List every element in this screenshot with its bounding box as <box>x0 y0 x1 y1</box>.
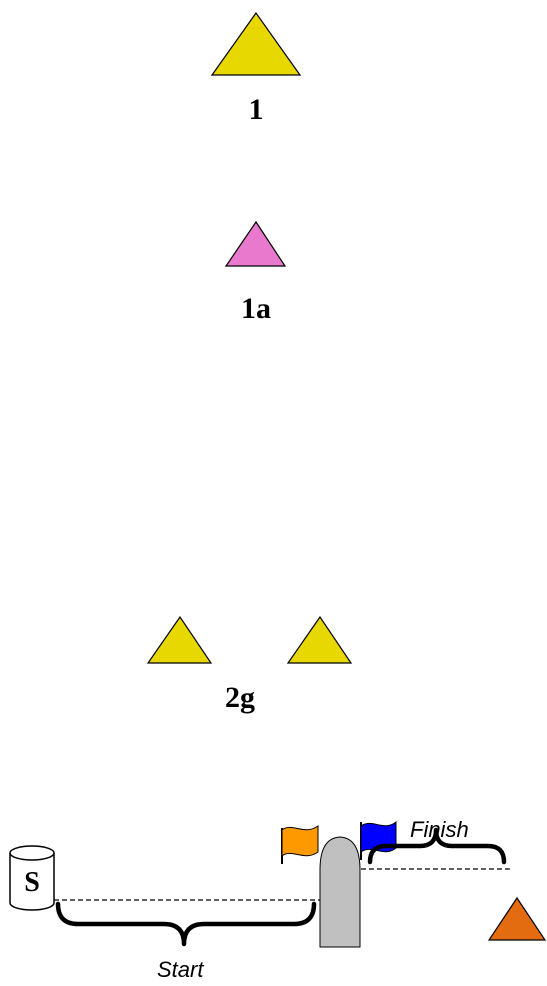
start-label: Start <box>157 957 204 982</box>
gate-2g-right-triangle <box>286 615 353 664</box>
mark-1-triangle <box>210 11 302 76</box>
finish-mark-triangle <box>487 896 547 941</box>
signal-box: S <box>9 845 55 911</box>
orange-flag <box>281 825 319 864</box>
blue-flag <box>360 820 397 860</box>
mark-1-label: 1 <box>248 93 264 126</box>
signal-box-letter: S <box>24 867 40 898</box>
start-brace <box>55 901 317 947</box>
mark-1a-triangle <box>224 220 287 267</box>
gate-2g-left-triangle <box>146 615 213 664</box>
committee-boat <box>319 836 361 948</box>
finish-label: Finish <box>410 817 469 842</box>
gate-2g-label: 2g <box>225 681 255 714</box>
finish-brace <box>367 827 507 865</box>
mark-1a-label: 1a <box>241 292 271 325</box>
